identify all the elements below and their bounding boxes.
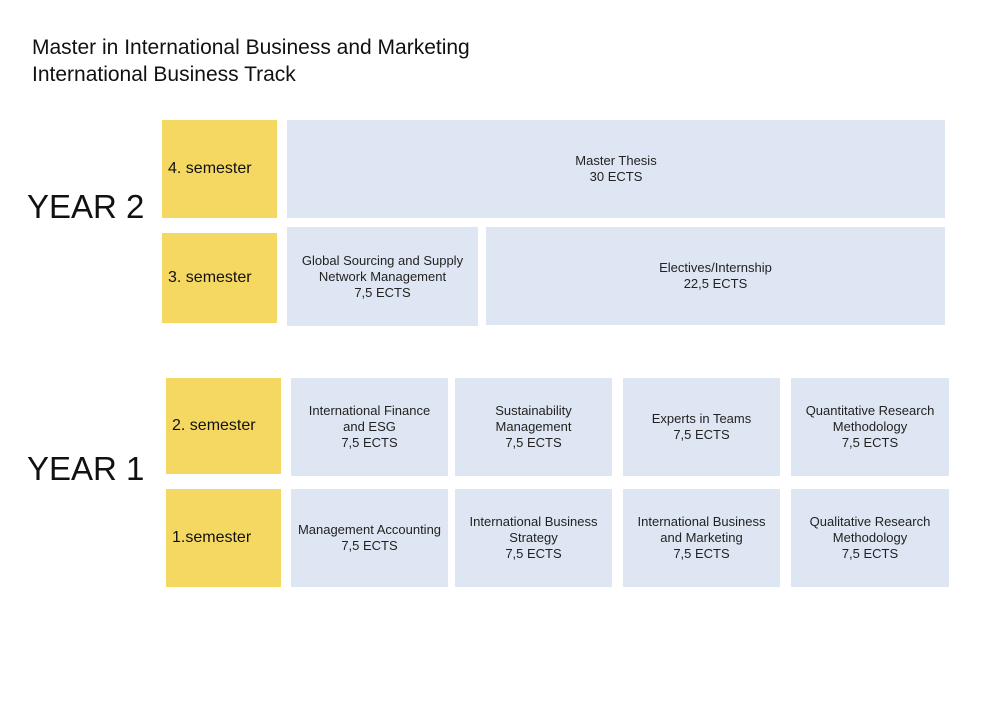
semester-3-label: 3. semester bbox=[162, 233, 277, 323]
course-ects: 7,5 ECTS bbox=[673, 546, 730, 561]
year-2-label: YEAR 2 bbox=[27, 188, 145, 225]
course-master-thesis: Master Thesis 30 ECTS bbox=[287, 120, 945, 218]
course-ects: 30 ECTS bbox=[589, 169, 643, 184]
course-international-finance: International Finance and ESG 7,5 ECTS bbox=[291, 378, 448, 476]
course-name: International Finance and ESG bbox=[308, 403, 431, 434]
course-experts-in-teams: Experts in Teams 7,5 ECTS bbox=[623, 378, 780, 476]
semester-2-label: 2. semester bbox=[166, 378, 281, 474]
course-ects: 7,5 ECTS bbox=[841, 435, 899, 450]
course-name: Experts in Teams bbox=[651, 411, 752, 426]
course-name: Master Thesis bbox=[575, 153, 657, 168]
course-electives-internship: Electives/Internship 22,5 ECTS bbox=[486, 227, 945, 325]
course-sustainability: Sustainability Management 7,5 ECTS bbox=[455, 378, 612, 476]
course-ects: 7,5 ECTS bbox=[505, 546, 562, 561]
course-ects: 22,5 ECTS bbox=[683, 276, 748, 291]
course-name: Sustainability Management bbox=[495, 403, 572, 434]
semester-4-label: 4. semester bbox=[162, 120, 277, 218]
course-ects: 7,5 ECTS bbox=[341, 538, 398, 553]
course-quantitative-research: Quantitative Research Methodology 7,5 EC… bbox=[791, 378, 949, 476]
course-global-sourcing: Global Sourcing and Supply Network Manag… bbox=[287, 227, 478, 326]
course-ects: 7,5 ECTS bbox=[673, 427, 730, 442]
title-line-1: Master in International Business and Mar… bbox=[32, 36, 470, 59]
course-name: Management Accounting bbox=[297, 522, 442, 537]
course-ects: 7,5 ECTS bbox=[841, 546, 899, 561]
course-name: International Business and Marketing bbox=[637, 514, 766, 545]
course-international-business-strategy: International Business Strategy 7,5 ECTS bbox=[455, 489, 612, 587]
semester-1-label: 1.semester bbox=[166, 489, 281, 587]
course-name: Quantitative Research Methodology bbox=[805, 403, 935, 434]
page-title: Master in International Business and Mar… bbox=[32, 34, 470, 88]
course-name: International Business Strategy bbox=[469, 514, 598, 545]
course-international-business-marketing: International Business and Marketing 7,5… bbox=[623, 489, 780, 587]
year-1-label: YEAR 1 bbox=[27, 450, 145, 487]
course-ects: 7,5 ECTS bbox=[354, 284, 411, 300]
course-name: Electives/Internship bbox=[659, 260, 772, 275]
course-ects: 7,5 ECTS bbox=[341, 435, 398, 450]
course-management-accounting: Management Accounting 7,5 ECTS bbox=[291, 489, 448, 587]
course-name: Global Sourcing and Supply Network Manag… bbox=[301, 252, 464, 284]
course-ects: 7,5 ECTS bbox=[505, 435, 562, 450]
title-line-2: International Business Track bbox=[32, 63, 296, 86]
course-qualitative-research: Qualitative Research Methodology 7,5 ECT… bbox=[791, 489, 949, 587]
course-name: Qualitative Research Methodology bbox=[809, 514, 931, 545]
